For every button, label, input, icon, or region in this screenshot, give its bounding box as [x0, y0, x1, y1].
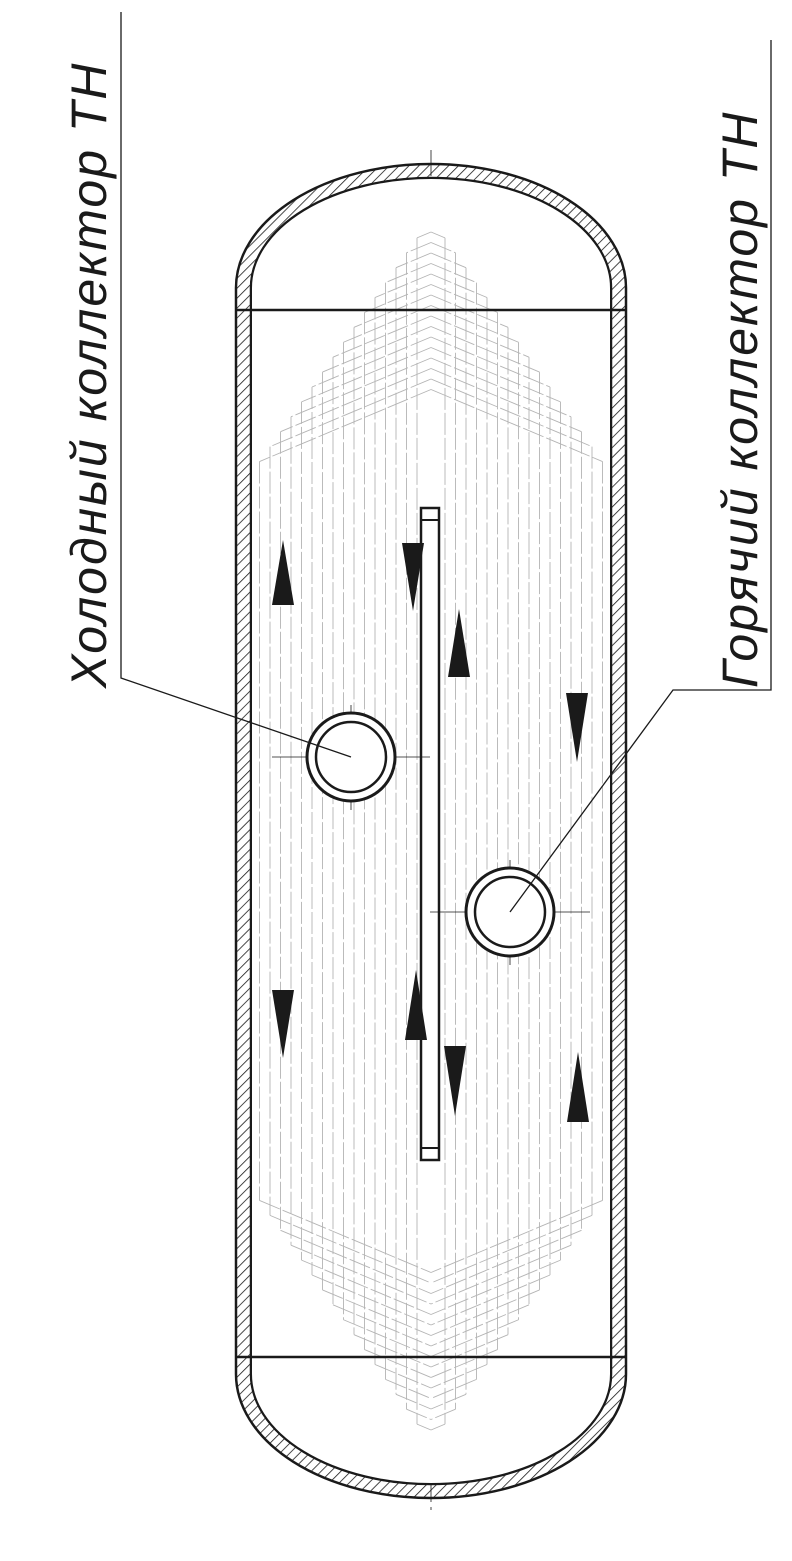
flow-arrows [272, 540, 589, 1122]
arrow-up [567, 1052, 589, 1122]
tube-line [269, 378, 432, 448]
tube-line [416, 231, 432, 239]
tube-line [430, 1274, 551, 1326]
hot-leader-line [509, 40, 772, 913]
tube-line [406, 1408, 432, 1420]
tube-line [343, 305, 432, 343]
tube-line [430, 315, 530, 358]
arrow-up [405, 970, 427, 1040]
tube-line [430, 1378, 477, 1399]
tube-line [430, 1229, 582, 1294]
tube-line [430, 1393, 467, 1410]
tube-line [430, 1349, 498, 1378]
tube-line [406, 242, 432, 254]
tube-line [322, 326, 432, 373]
tube-line [430, 378, 593, 448]
tube-line [259, 1200, 432, 1273]
tube-line [395, 252, 432, 269]
arrow-down [402, 543, 424, 611]
tube-line [269, 1214, 432, 1284]
tube-line [332, 1304, 432, 1347]
tube-line [430, 357, 572, 418]
leader-lines [120, 12, 772, 913]
tube-line [353, 1334, 432, 1368]
tube-line [430, 326, 540, 373]
tube-line [430, 242, 456, 254]
arrow-down [566, 693, 588, 762]
tube-bundle [259, 231, 603, 1431]
tube-line [430, 389, 603, 462]
hot-collector-label: Горячий коллектор ТН [712, 111, 768, 688]
tube-line [332, 315, 432, 358]
tube-line [430, 336, 551, 388]
tube-line [430, 273, 488, 298]
arrow-up [272, 540, 294, 605]
arrow-up [448, 609, 470, 677]
tube-line [430, 368, 582, 433]
central-baffle [419, 506, 441, 1162]
tube-line [395, 1393, 432, 1410]
tube-line [430, 263, 477, 284]
tube-line [322, 1289, 432, 1336]
tube-line [416, 1423, 432, 1431]
tube-line [430, 1200, 603, 1273]
tube-line [290, 1244, 432, 1305]
tube-line [311, 1274, 432, 1326]
tube-line [343, 1319, 432, 1357]
tube-line [430, 1214, 593, 1284]
tube-line [430, 284, 498, 313]
tube-line [280, 368, 432, 433]
arrow-down [444, 1046, 466, 1116]
tube-line [430, 1364, 488, 1389]
tube-line [374, 1364, 432, 1389]
tube-line [301, 1259, 432, 1315]
tube-line [430, 1304, 530, 1347]
tube-line [364, 1349, 432, 1378]
tube-line [430, 1289, 540, 1336]
tube-line [430, 1259, 561, 1315]
tube-line [311, 336, 432, 388]
tube-line [430, 347, 561, 403]
tube-line [385, 1378, 432, 1399]
tube-line [430, 305, 519, 343]
tube-line [385, 263, 432, 284]
tube-line [430, 231, 446, 239]
tube-line [301, 347, 432, 403]
tube-line [364, 284, 432, 313]
cold-collector-label: Холодный коллектор ТН [61, 61, 117, 689]
tube-line [374, 273, 432, 298]
tube-line [430, 1244, 572, 1305]
tube-line [280, 1229, 432, 1294]
tube-line [430, 1334, 509, 1368]
cold-leader-line [120, 12, 352, 758]
arrow-down [272, 990, 294, 1058]
tube-line [430, 1319, 519, 1357]
tube-line [290, 357, 432, 418]
tube-line [430, 252, 467, 269]
tube-line [430, 1408, 456, 1420]
tube-line [430, 1423, 446, 1431]
tube-line [259, 389, 432, 462]
